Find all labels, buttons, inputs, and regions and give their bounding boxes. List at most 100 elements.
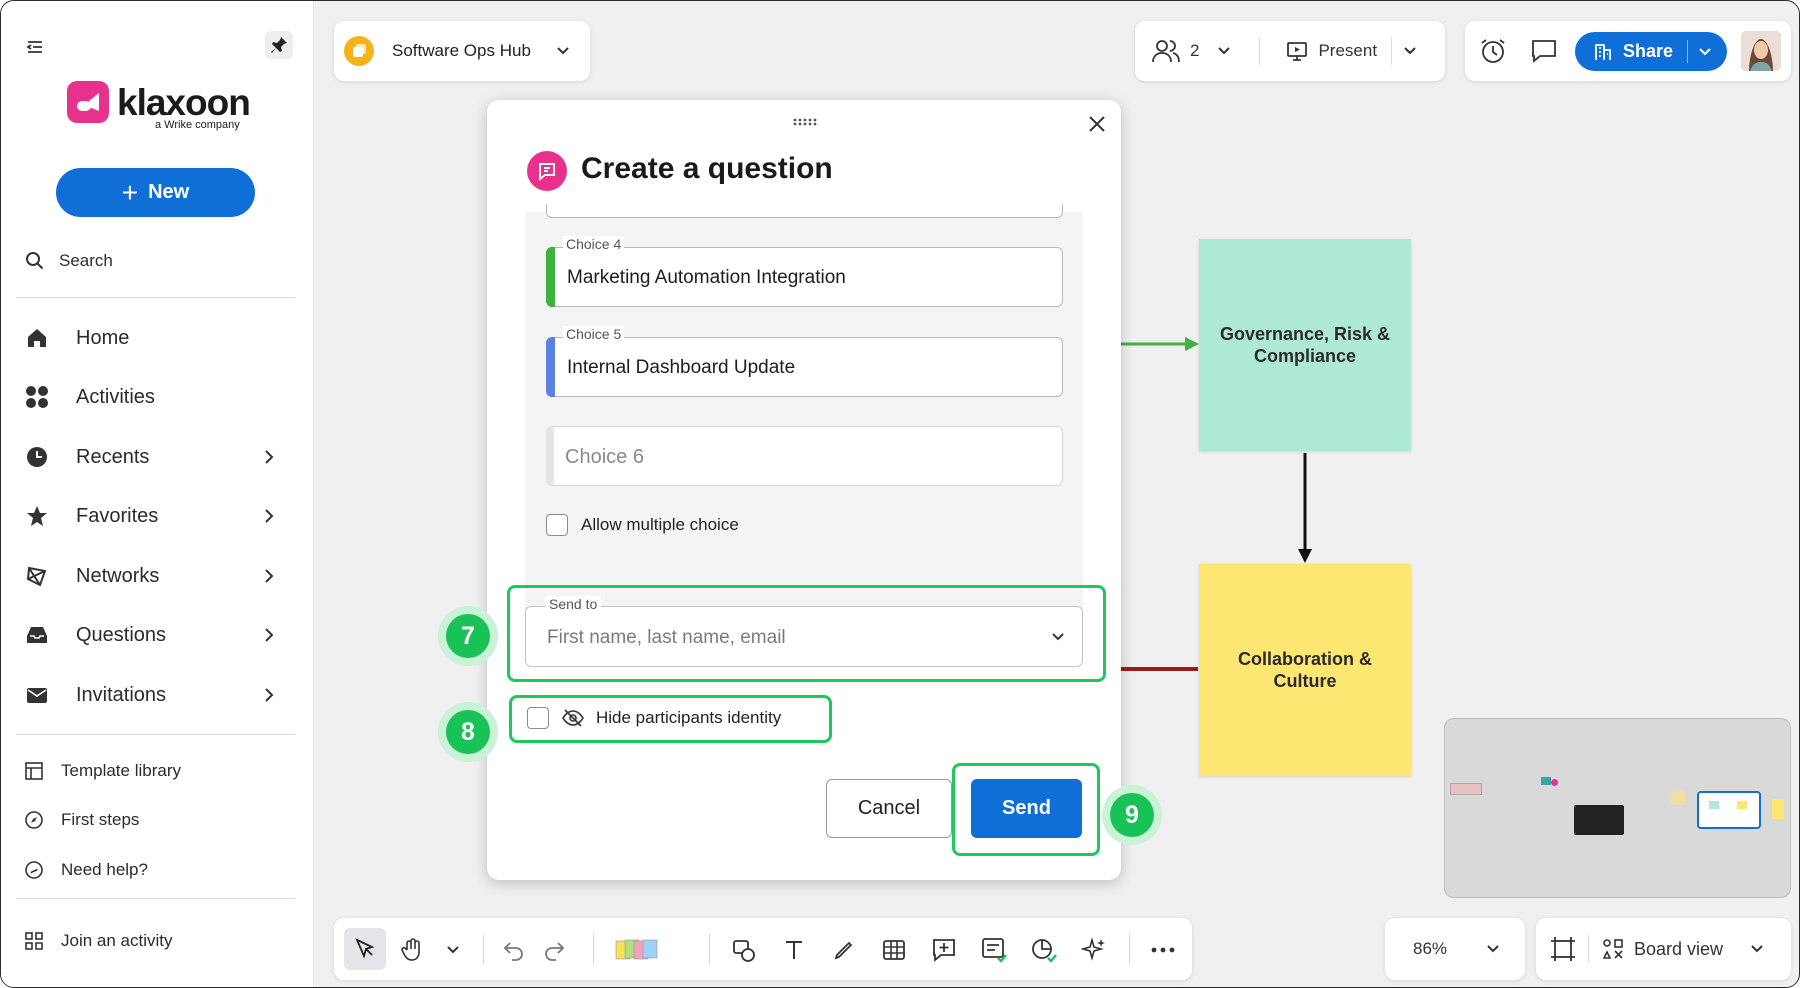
sidebar-item-invitations[interactable]: Invitations bbox=[23, 675, 289, 715]
sidebar-item-label: Activities bbox=[76, 385, 155, 408]
allow-multiple-label: Allow multiple choice bbox=[581, 515, 739, 534]
allow-multiple-choice-checkbox[interactable]: Allow multiple choice bbox=[546, 514, 739, 536]
sticky-note-governance[interactable]: Governance, Risk & Compliance bbox=[1199, 239, 1411, 451]
toolbar-divider bbox=[709, 934, 710, 964]
new-button[interactable]: + New bbox=[56, 168, 255, 217]
hand-tool-icon[interactable] bbox=[398, 935, 428, 965]
minimap-logo bbox=[1574, 805, 1624, 835]
redo-icon[interactable] bbox=[539, 935, 569, 965]
sidebar-item-label: Home bbox=[76, 326, 130, 349]
dialog-title: Create a question bbox=[581, 152, 833, 185]
text-icon[interactable] bbox=[779, 935, 809, 965]
board-view-icon[interactable] bbox=[1602, 938, 1624, 960]
table-icon[interactable] bbox=[879, 935, 909, 965]
board-minimap[interactable] bbox=[1444, 718, 1791, 898]
more-icon[interactable] bbox=[1148, 935, 1178, 965]
choice-4-field[interactable]: Choice 4 Marketing Automation Integratio… bbox=[546, 236, 1063, 307]
sidebar-item-activities[interactable]: Activities bbox=[23, 377, 289, 417]
chevron-down-icon[interactable] bbox=[1696, 43, 1714, 61]
choice-color-bar bbox=[546, 247, 555, 307]
send-button[interactable]: Send bbox=[971, 779, 1082, 838]
collaboration-bar: 2 Present bbox=[1135, 21, 1445, 81]
choice-color-bar bbox=[546, 337, 555, 397]
template-icon bbox=[23, 760, 45, 782]
participants-icon[interactable] bbox=[1152, 38, 1180, 64]
pin-icon[interactable] bbox=[265, 31, 293, 59]
sticky-notes-icon[interactable] bbox=[615, 935, 659, 965]
board-title-selector[interactable]: Software Ops Hub bbox=[334, 21, 590, 81]
board-title: Software Ops Hub bbox=[392, 41, 531, 60]
chevron-down-icon[interactable] bbox=[1749, 941, 1765, 957]
toolbar-divider bbox=[1259, 37, 1261, 65]
checkbox[interactable] bbox=[527, 707, 549, 729]
poll-tool-icon[interactable] bbox=[1029, 935, 1059, 965]
sidebar-link-template-library[interactable]: Template library bbox=[23, 756, 181, 786]
ai-sparkle-icon[interactable] bbox=[1079, 935, 1109, 965]
choice-6-field[interactable]: Choice 6 bbox=[546, 426, 1063, 486]
undo-icon[interactable] bbox=[499, 935, 529, 965]
sidebar-item-label: Favorites bbox=[76, 504, 159, 527]
choice-value: Internal Dashboard Update bbox=[567, 357, 796, 378]
minimap-viewport[interactable] bbox=[1697, 791, 1761, 829]
fit-to-screen-icon[interactable] bbox=[1549, 935, 1577, 963]
plus-icon: + bbox=[121, 176, 139, 208]
star-icon bbox=[23, 502, 51, 530]
chevron-right-icon bbox=[265, 450, 274, 464]
help-icon bbox=[23, 859, 45, 881]
network-icon bbox=[23, 562, 51, 590]
step-badge-8: 8 bbox=[438, 702, 498, 762]
chevron-right-icon bbox=[265, 688, 274, 702]
sidebar-link-first-steps[interactable]: First steps bbox=[23, 805, 139, 835]
checkbox[interactable] bbox=[546, 514, 568, 536]
drag-handle-icon[interactable] bbox=[793, 118, 817, 126]
sidebar-item-label: Questions bbox=[76, 623, 167, 646]
comment-icon[interactable] bbox=[1530, 38, 1558, 64]
choice-5-field[interactable]: Choice 5 Internal Dashboard Update bbox=[546, 326, 1063, 397]
shapes-icon[interactable] bbox=[729, 935, 759, 965]
minimap-item bbox=[1709, 801, 1719, 809]
sidebar-link-need-help[interactable]: Need help? bbox=[23, 855, 148, 885]
chevron-down-icon[interactable] bbox=[1485, 941, 1501, 957]
zoom-control[interactable]: 86% bbox=[1385, 918, 1525, 980]
inbox-icon bbox=[23, 621, 51, 649]
select-tool[interactable] bbox=[344, 928, 386, 970]
sidebar-item-label: Recents bbox=[76, 445, 150, 468]
question-tool-icon[interactable] bbox=[979, 935, 1009, 965]
present-label[interactable]: Present bbox=[1318, 41, 1378, 60]
present-icon[interactable] bbox=[1286, 40, 1308, 62]
sidebar: klaxoon a Wrike company + New Search Hom… bbox=[1, 1, 314, 987]
comment-add-icon[interactable] bbox=[929, 935, 959, 965]
toolbar-divider bbox=[593, 934, 594, 964]
timer-icon[interactable] bbox=[1479, 37, 1509, 65]
minimap-item bbox=[1671, 791, 1685, 805]
cancel-button[interactable]: Cancel bbox=[826, 779, 952, 838]
share-button[interactable]: Share bbox=[1575, 32, 1727, 71]
building-icon bbox=[1595, 43, 1611, 60]
chevron-down-icon[interactable] bbox=[1215, 42, 1233, 60]
search-button[interactable]: Search bbox=[25, 251, 113, 271]
collapse-sidebar-icon[interactable] bbox=[23, 35, 47, 59]
avatar[interactable] bbox=[1741, 31, 1781, 71]
chevron-down-icon[interactable] bbox=[1050, 629, 1066, 645]
sidebar-item-networks[interactable]: Networks bbox=[23, 556, 289, 596]
chevron-down-icon[interactable] bbox=[438, 935, 468, 965]
sidebar-item-home[interactable]: Home bbox=[23, 318, 289, 358]
choice-label: Choice 4 bbox=[563, 236, 625, 252]
sidebar-item-label: Invitations bbox=[76, 683, 167, 706]
close-icon[interactable] bbox=[1087, 114, 1107, 134]
sidebar-item-recents[interactable]: Recents bbox=[23, 437, 289, 477]
highlight-hide-identity bbox=[509, 695, 832, 743]
send-to-field[interactable]: Send to First name, last name, email bbox=[525, 596, 1083, 667]
zoom-level: 86% bbox=[1413, 939, 1448, 958]
pen-icon[interactable] bbox=[829, 935, 859, 965]
board-view-label[interactable]: Board view bbox=[1634, 938, 1724, 959]
search-label: Search bbox=[59, 251, 113, 270]
sidebar-item-questions[interactable]: Questions bbox=[23, 615, 289, 655]
chevron-down-icon[interactable] bbox=[1401, 42, 1419, 60]
hide-participants-identity-checkbox[interactable]: Hide participants identity bbox=[527, 707, 781, 729]
join-activity-link[interactable]: Join an activity bbox=[23, 926, 173, 956]
sidebar-item-favorites[interactable]: Favorites bbox=[23, 496, 289, 536]
chevron-down-icon bbox=[557, 47, 569, 55]
sticky-note-collaboration[interactable]: Collaboration & Culture bbox=[1199, 564, 1411, 776]
